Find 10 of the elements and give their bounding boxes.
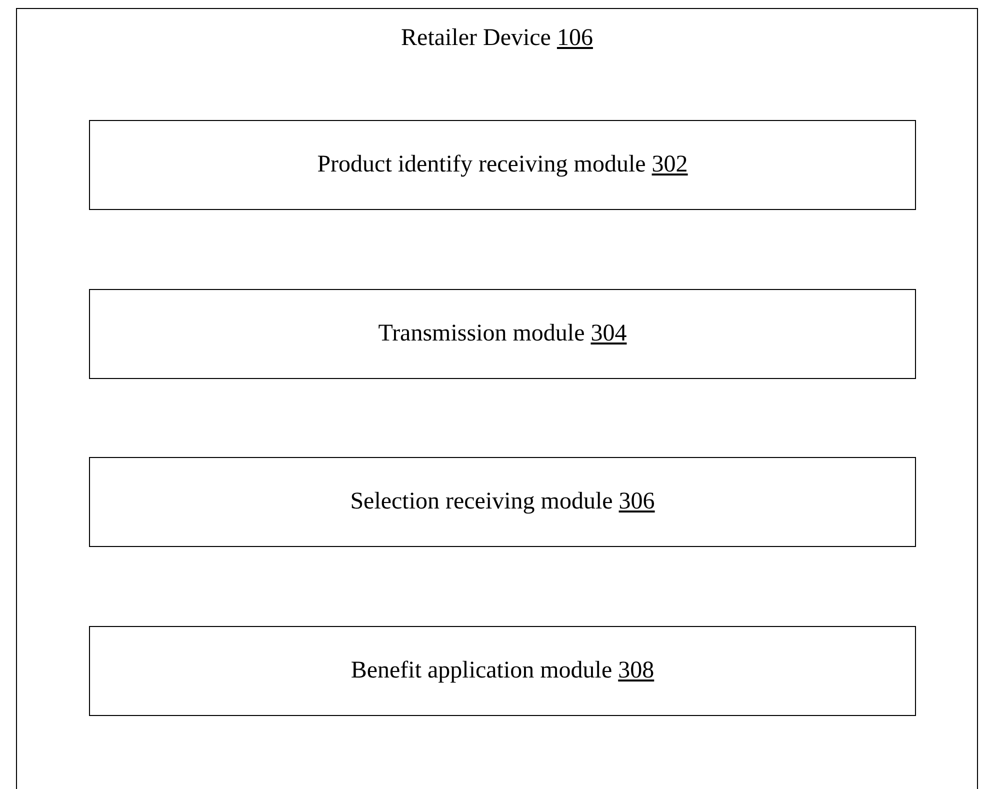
module-box <box>89 120 916 210</box>
module-box <box>89 289 916 379</box>
module-label: Product identify receiving module 302 <box>316 152 689 178</box>
module-box <box>89 457 916 547</box>
device-title: Retailer Device 106 <box>400 25 594 52</box>
module-box <box>89 626 916 716</box>
module-label: Benefit application module 308 <box>350 658 656 684</box>
module-label: Transmission module 304 <box>377 320 628 348</box>
module-label: Selection receiving module 306 <box>349 488 656 516</box>
device-container <box>16 8 978 789</box>
